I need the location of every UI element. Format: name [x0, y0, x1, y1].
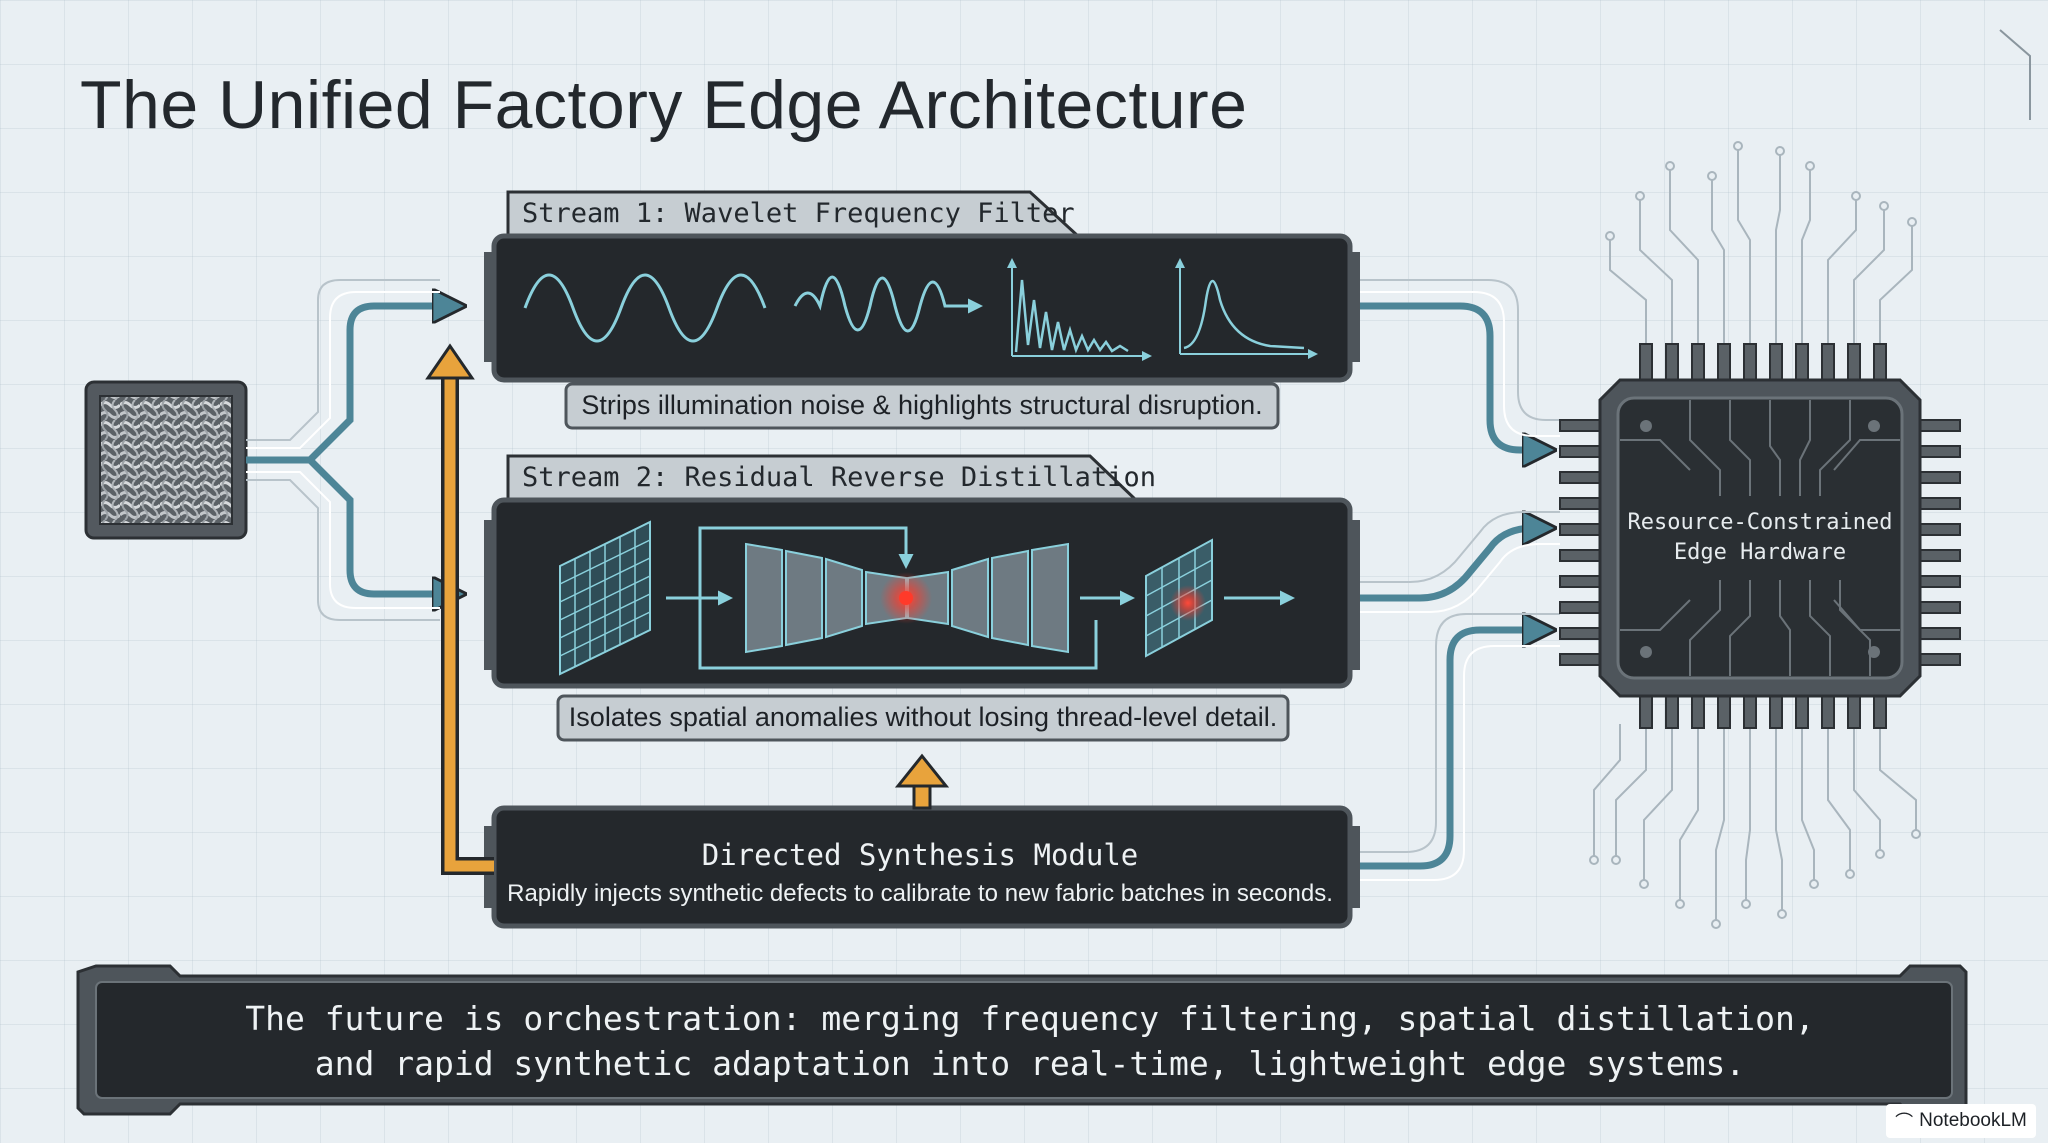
brand-name: NotebookLM [1919, 1110, 2027, 1132]
fabric-input [86, 382, 246, 538]
footer-line2: and rapid synthetic adaptation into real… [110, 1041, 1950, 1086]
footer-text: The future is orchestration: merging fre… [110, 996, 1950, 1086]
page-title: The Unified Factory Edge Architecture [80, 66, 1248, 144]
synthesis-title: Directed Synthesis Module [490, 838, 1350, 872]
brand-badge: ⌒ NotebookLM [1886, 1104, 2036, 1138]
hardware-label-line1: Resource-Constrained [1610, 508, 1910, 538]
stream1-label: Stream 1: Wavelet Frequency Filter [522, 198, 1075, 229]
input-wiring [246, 280, 460, 620]
output-wiring [1360, 280, 1560, 880]
footer-line1: The future is orchestration: merging fre… [110, 996, 1950, 1041]
notebooklm-logo-icon: ⌒ [1895, 1108, 1913, 1134]
stream2-panel [484, 456, 1360, 740]
stream2-caption: Isolates spatial anomalies without losin… [558, 702, 1288, 733]
synthesis-description: Rapidly injects synthetic defects to cal… [490, 880, 1350, 908]
hardware-label-line2: Edge Hardware [1610, 538, 1910, 568]
corner-decoration [2000, 30, 2030, 120]
stream1-caption: Strips illumination noise & highlights s… [566, 390, 1278, 421]
stream2-label: Stream 2: Residual Reverse Distillation [522, 462, 1156, 493]
hardware-label: Resource-Constrained Edge Hardware [1610, 508, 1910, 568]
fabric-swatch-icon [100, 396, 232, 524]
